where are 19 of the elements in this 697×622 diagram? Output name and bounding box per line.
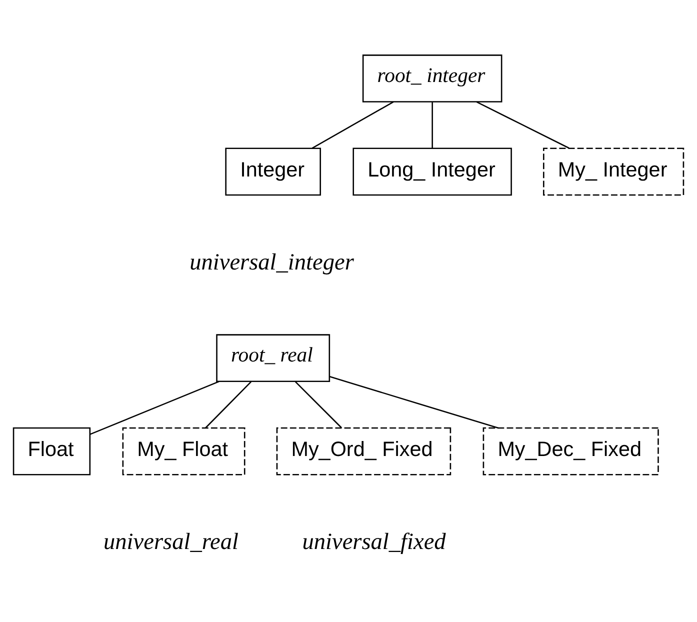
connector [205,380,252,428]
label: universal_fixed [302,528,446,554]
label: universal_integer [190,248,354,275]
connector [295,380,342,428]
node-box: My_Ord_ Fixed [276,426,452,475]
node-box: root_ integer [362,54,502,102]
connector [432,102,433,148]
node-box: Integer [225,147,321,196]
node-box: root_ real [216,334,330,382]
node-box: Long_ Integer [352,147,512,196]
connector [476,100,570,148]
node-box: My_ Float [122,426,246,475]
connector [312,100,394,148]
connector [90,380,220,434]
label: universal_real [104,528,239,554]
node-box: Float [12,426,91,475]
node-box: My_Dec_ Fixed [482,426,659,475]
node-box: My_ Integer [543,147,684,196]
connector [329,375,499,428]
